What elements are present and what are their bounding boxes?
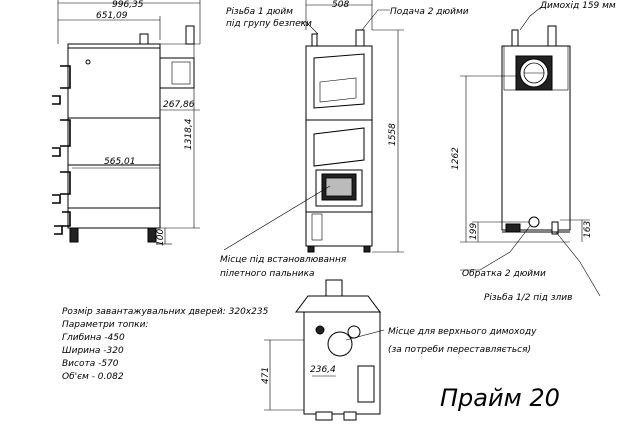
note-top-chimney-line2: (за потреби переставляється) xyxy=(388,345,531,355)
boiler-body-side xyxy=(67,43,161,229)
note-drain: Різьба 1/2 під злив xyxy=(484,293,572,303)
flue-outlet-side xyxy=(159,57,195,89)
spec-line: Об'єм - 0.082 xyxy=(62,372,124,382)
model-title: Прайм 20 xyxy=(440,384,560,412)
note-return: Обратка 2 дюйми xyxy=(462,269,546,279)
spec-line: Ширина -320 xyxy=(62,346,124,356)
dim-flue-height: 1262 xyxy=(451,147,461,170)
note-safety-thread-line1: Різьба 1 дюйм xyxy=(226,7,293,17)
dim-front-height: 1558 xyxy=(388,123,398,146)
dim-drain-height: 163 xyxy=(583,221,593,238)
boiler-body-front xyxy=(305,45,373,247)
spec-line: Глибина -450 xyxy=(62,333,125,343)
note-pellet-burner-line2: пілетного пальника xyxy=(220,269,315,279)
dim-front-width: 508 xyxy=(332,0,349,10)
back-view: 1262 199 163 xyxy=(451,7,601,297)
dim-overall-height: 1318,4 xyxy=(184,118,194,150)
dim-leg-height: 100 xyxy=(156,229,166,246)
note-chimney: Димохід 159 мм xyxy=(539,1,616,11)
return-connection xyxy=(528,216,540,228)
dim-door-depth: 565,01 xyxy=(104,157,136,167)
note-top-chimney-line1: Місце для верхнього димоходу xyxy=(388,327,537,337)
top-view: 236,4 471 xyxy=(261,279,385,421)
dim-return-height: 199 xyxy=(469,223,479,240)
dim-top-depth: 471 xyxy=(261,367,271,384)
note-safety-thread-line2: під групу безпеки xyxy=(226,19,312,29)
spec-line: Розмір завантажувальних дверей: 320x235 xyxy=(62,307,269,317)
top-chimney-position xyxy=(327,331,353,357)
front-view: 508 1558 xyxy=(223,0,404,253)
spec-line: Параметри топки: xyxy=(62,320,148,330)
side-view: 996,35 651,09 267,86 xyxy=(52,0,201,246)
spec-line: Висота -570 xyxy=(62,359,119,369)
dim-top-flue-offset: 236,4 xyxy=(310,365,336,375)
dim-overall-depth: 996,35 xyxy=(112,0,144,10)
note-supply: Подача 2 дюйми xyxy=(390,7,469,17)
note-pellet-burner-line1: Місце під встановлювання xyxy=(220,255,347,265)
door-hinges xyxy=(52,65,71,235)
specs-block: Розмір завантажувальних дверей: 320x235 … xyxy=(62,307,269,382)
dim-body-depth: 651,09 xyxy=(96,11,128,21)
dim-flue-offset: 267,86 xyxy=(163,100,195,110)
